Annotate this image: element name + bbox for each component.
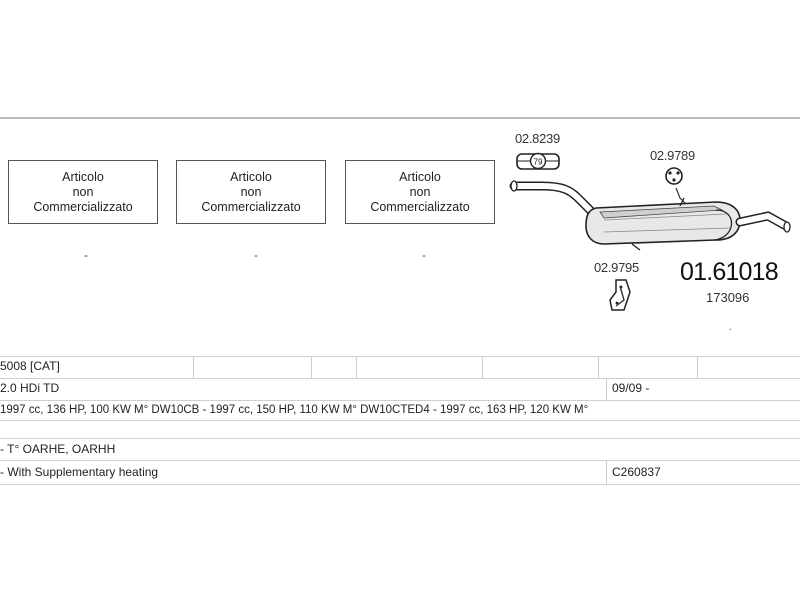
box-line-2: non	[72, 184, 94, 199]
table-line	[0, 438, 800, 439]
table-line	[0, 460, 800, 461]
box-line-1: Articolo	[230, 169, 272, 184]
box-line-2: non	[409, 184, 431, 199]
not-commercialized-box-1: Articolo non Commercializzato	[8, 160, 158, 224]
rubber-hanger-part-number: 02.9789	[650, 148, 695, 163]
table-column-line	[606, 378, 607, 400]
bracket-icon	[609, 279, 631, 311]
box-line-1: Articolo	[399, 169, 441, 184]
not-commercialized-box-3: Articolo non Commercializzato	[345, 160, 495, 224]
table-column-line	[193, 356, 194, 378]
clamp-icon: 79	[516, 152, 560, 170]
table-column-line	[482, 356, 483, 378]
rubber-hanger-icon	[665, 167, 687, 205]
muffler-reference-dot: .	[729, 322, 732, 333]
engine-codes: - T° OARHE, OARHH	[0, 442, 116, 456]
table-line	[0, 484, 800, 485]
table-column-line	[598, 356, 599, 378]
box-1-dash: -	[84, 248, 88, 262]
table-column-line	[311, 356, 312, 378]
box-line-3: Commercializzato	[201, 199, 301, 214]
vehicle-model: 5008 [CAT]	[0, 359, 60, 373]
box-2-dash: -	[254, 248, 258, 262]
clamp-badge-number: 79	[534, 158, 543, 167]
table-line	[0, 378, 800, 379]
table-column-line	[697, 356, 698, 378]
exhaust-diagram: 79	[509, 152, 791, 311]
box-3-dash: -	[422, 248, 426, 262]
top-divider	[0, 117, 800, 119]
clamp-part-number: 02.8239	[515, 131, 560, 146]
box-line-3: Commercializzato	[33, 199, 133, 214]
bracket-part-number: 02.9795	[594, 260, 639, 275]
muffler-icon	[509, 180, 791, 251]
box-line-1: Articolo	[62, 169, 104, 184]
table-column-line	[606, 460, 607, 484]
table-line	[0, 356, 800, 357]
engine-name: 2.0 HDi TD	[0, 381, 60, 395]
production-date: 09/09 -	[612, 381, 650, 395]
catalog-reference: C260837	[612, 465, 661, 479]
fitment-note: - With Supplementary heating	[0, 465, 159, 479]
table-column-line	[356, 356, 357, 378]
table-line	[0, 400, 800, 401]
engine-specifications: 1997 cc, 136 HP, 100 KW M° DW10CB - 1997…	[0, 404, 589, 416]
table-line	[0, 420, 800, 421]
muffler-part-number: 01.61018	[680, 258, 779, 286]
box-line-3: Commercializzato	[370, 199, 470, 214]
muffler-reference-number: 173096	[706, 290, 750, 305]
box-line-2: non	[240, 184, 262, 199]
not-commercialized-box-2: Articolo non Commercializzato	[176, 160, 326, 224]
